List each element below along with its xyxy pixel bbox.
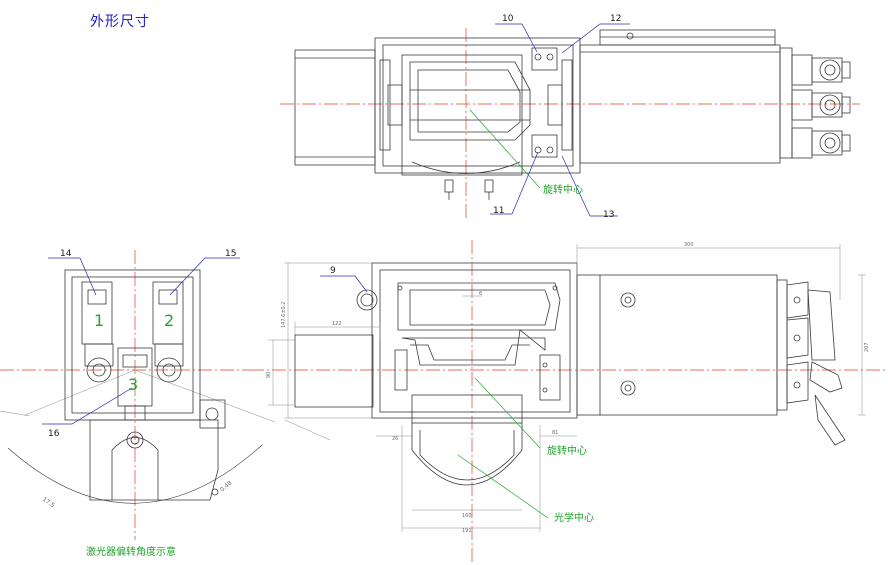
front-right-enclosure — [576, 274, 778, 416]
front-left-motor — [294, 334, 374, 408]
side-connector-2 — [152, 281, 184, 383]
deflection-angle-caption: 激光器偏转角度示意 — [86, 547, 176, 558]
region-1: 1 — [94, 311, 104, 330]
dim-6: 6 — [479, 291, 482, 297]
angle-left-value: 17.5 — [41, 496, 56, 510]
front-enclosure-screw-upper — [620, 292, 636, 308]
region-2: 2 — [164, 311, 174, 330]
dim-160: 160 — [462, 513, 472, 519]
callout-numbers: 10 12 11 13 9 14 15 16 — [48, 14, 621, 439]
front-dimensions — [268, 244, 866, 532]
leader-lines — [42, 23, 630, 425]
top-left-motor — [294, 49, 376, 166]
page-title: 外形尺寸 — [90, 14, 150, 30]
top-connector-lower — [791, 127, 851, 159]
rotation-center-label-front: 旋转中心 — [547, 444, 587, 457]
front-enclosure-screw-lower — [620, 380, 636, 396]
dim-300: 300 — [684, 242, 694, 248]
callout-14: 14 — [60, 249, 72, 259]
centerlines — [0, 28, 888, 565]
rotation-center-label-top: 旋转中心 — [543, 183, 583, 196]
angle-right-value: 0.48 — [219, 479, 234, 493]
callout-10: 10 — [502, 14, 514, 24]
dim-122: 122 — [332, 321, 342, 327]
front-knob — [356, 289, 378, 311]
green-leaders — [457, 109, 549, 519]
dim-207: 207 — [864, 342, 870, 352]
side-connector-1 — [81, 281, 114, 383]
callout-11: 11 — [493, 206, 504, 216]
callout-13: 13 — [603, 210, 614, 220]
dim-81: 81 — [552, 430, 558, 436]
region-numbers: 1 2 3 — [94, 311, 174, 394]
dim-147: 147.6±0.2 — [281, 302, 287, 328]
callout-12: 12 — [610, 14, 621, 24]
optical-center-label: 光学中心 — [554, 511, 594, 524]
dim-191: 191 — [462, 528, 472, 534]
angle-values: 17.5 0.48 — [41, 479, 234, 509]
callout-16: 16 — [48, 429, 60, 439]
region-3: 3 — [128, 375, 138, 394]
top-view — [294, 29, 851, 200]
dim-90: 90 — [266, 372, 272, 378]
dim-26: 26 — [392, 436, 398, 442]
callout-15: 15 — [225, 249, 236, 259]
front-lens-barrel — [411, 394, 523, 424]
front-view — [294, 262, 846, 486]
deflection-angle-arc — [7, 444, 263, 504]
top-inner-housing — [401, 54, 523, 176]
dimension-values: 300 207 122 90 147.6±0.2 81 26 6 160 191 — [266, 242, 870, 534]
top-connector-upper — [791, 54, 851, 86]
center-labels: 旋转中心 旋转中心 光学中心 — [543, 183, 594, 524]
side-view — [0, 269, 331, 504]
callout-9: 9 — [330, 266, 336, 276]
top-connector-middle — [791, 89, 851, 121]
